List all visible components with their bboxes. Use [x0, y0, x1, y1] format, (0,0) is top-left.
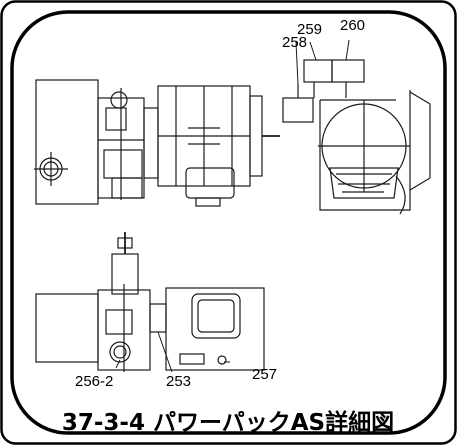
port-256-2: [109, 341, 131, 363]
label-260: 260: [340, 17, 365, 34]
inner-frame: [10, 10, 447, 435]
label-258: 258: [282, 34, 307, 51]
right-assembly: [282, 59, 431, 215]
label-257: 257: [252, 366, 277, 383]
component-260: [331, 59, 365, 83]
terminal-box-bottom: [191, 293, 241, 339]
label-253: 253: [166, 373, 191, 390]
top-assembly: [34, 79, 280, 207]
diagram-caption: 37-3-4 パワーパックAS詳細図: [62, 409, 394, 436]
motor-body-bottom: [165, 287, 265, 371]
label-256-2: 256-2: [75, 373, 113, 390]
label-259: 259: [297, 21, 322, 38]
bottom-assembly: [35, 232, 265, 372]
leader-lines: [115, 39, 350, 373]
